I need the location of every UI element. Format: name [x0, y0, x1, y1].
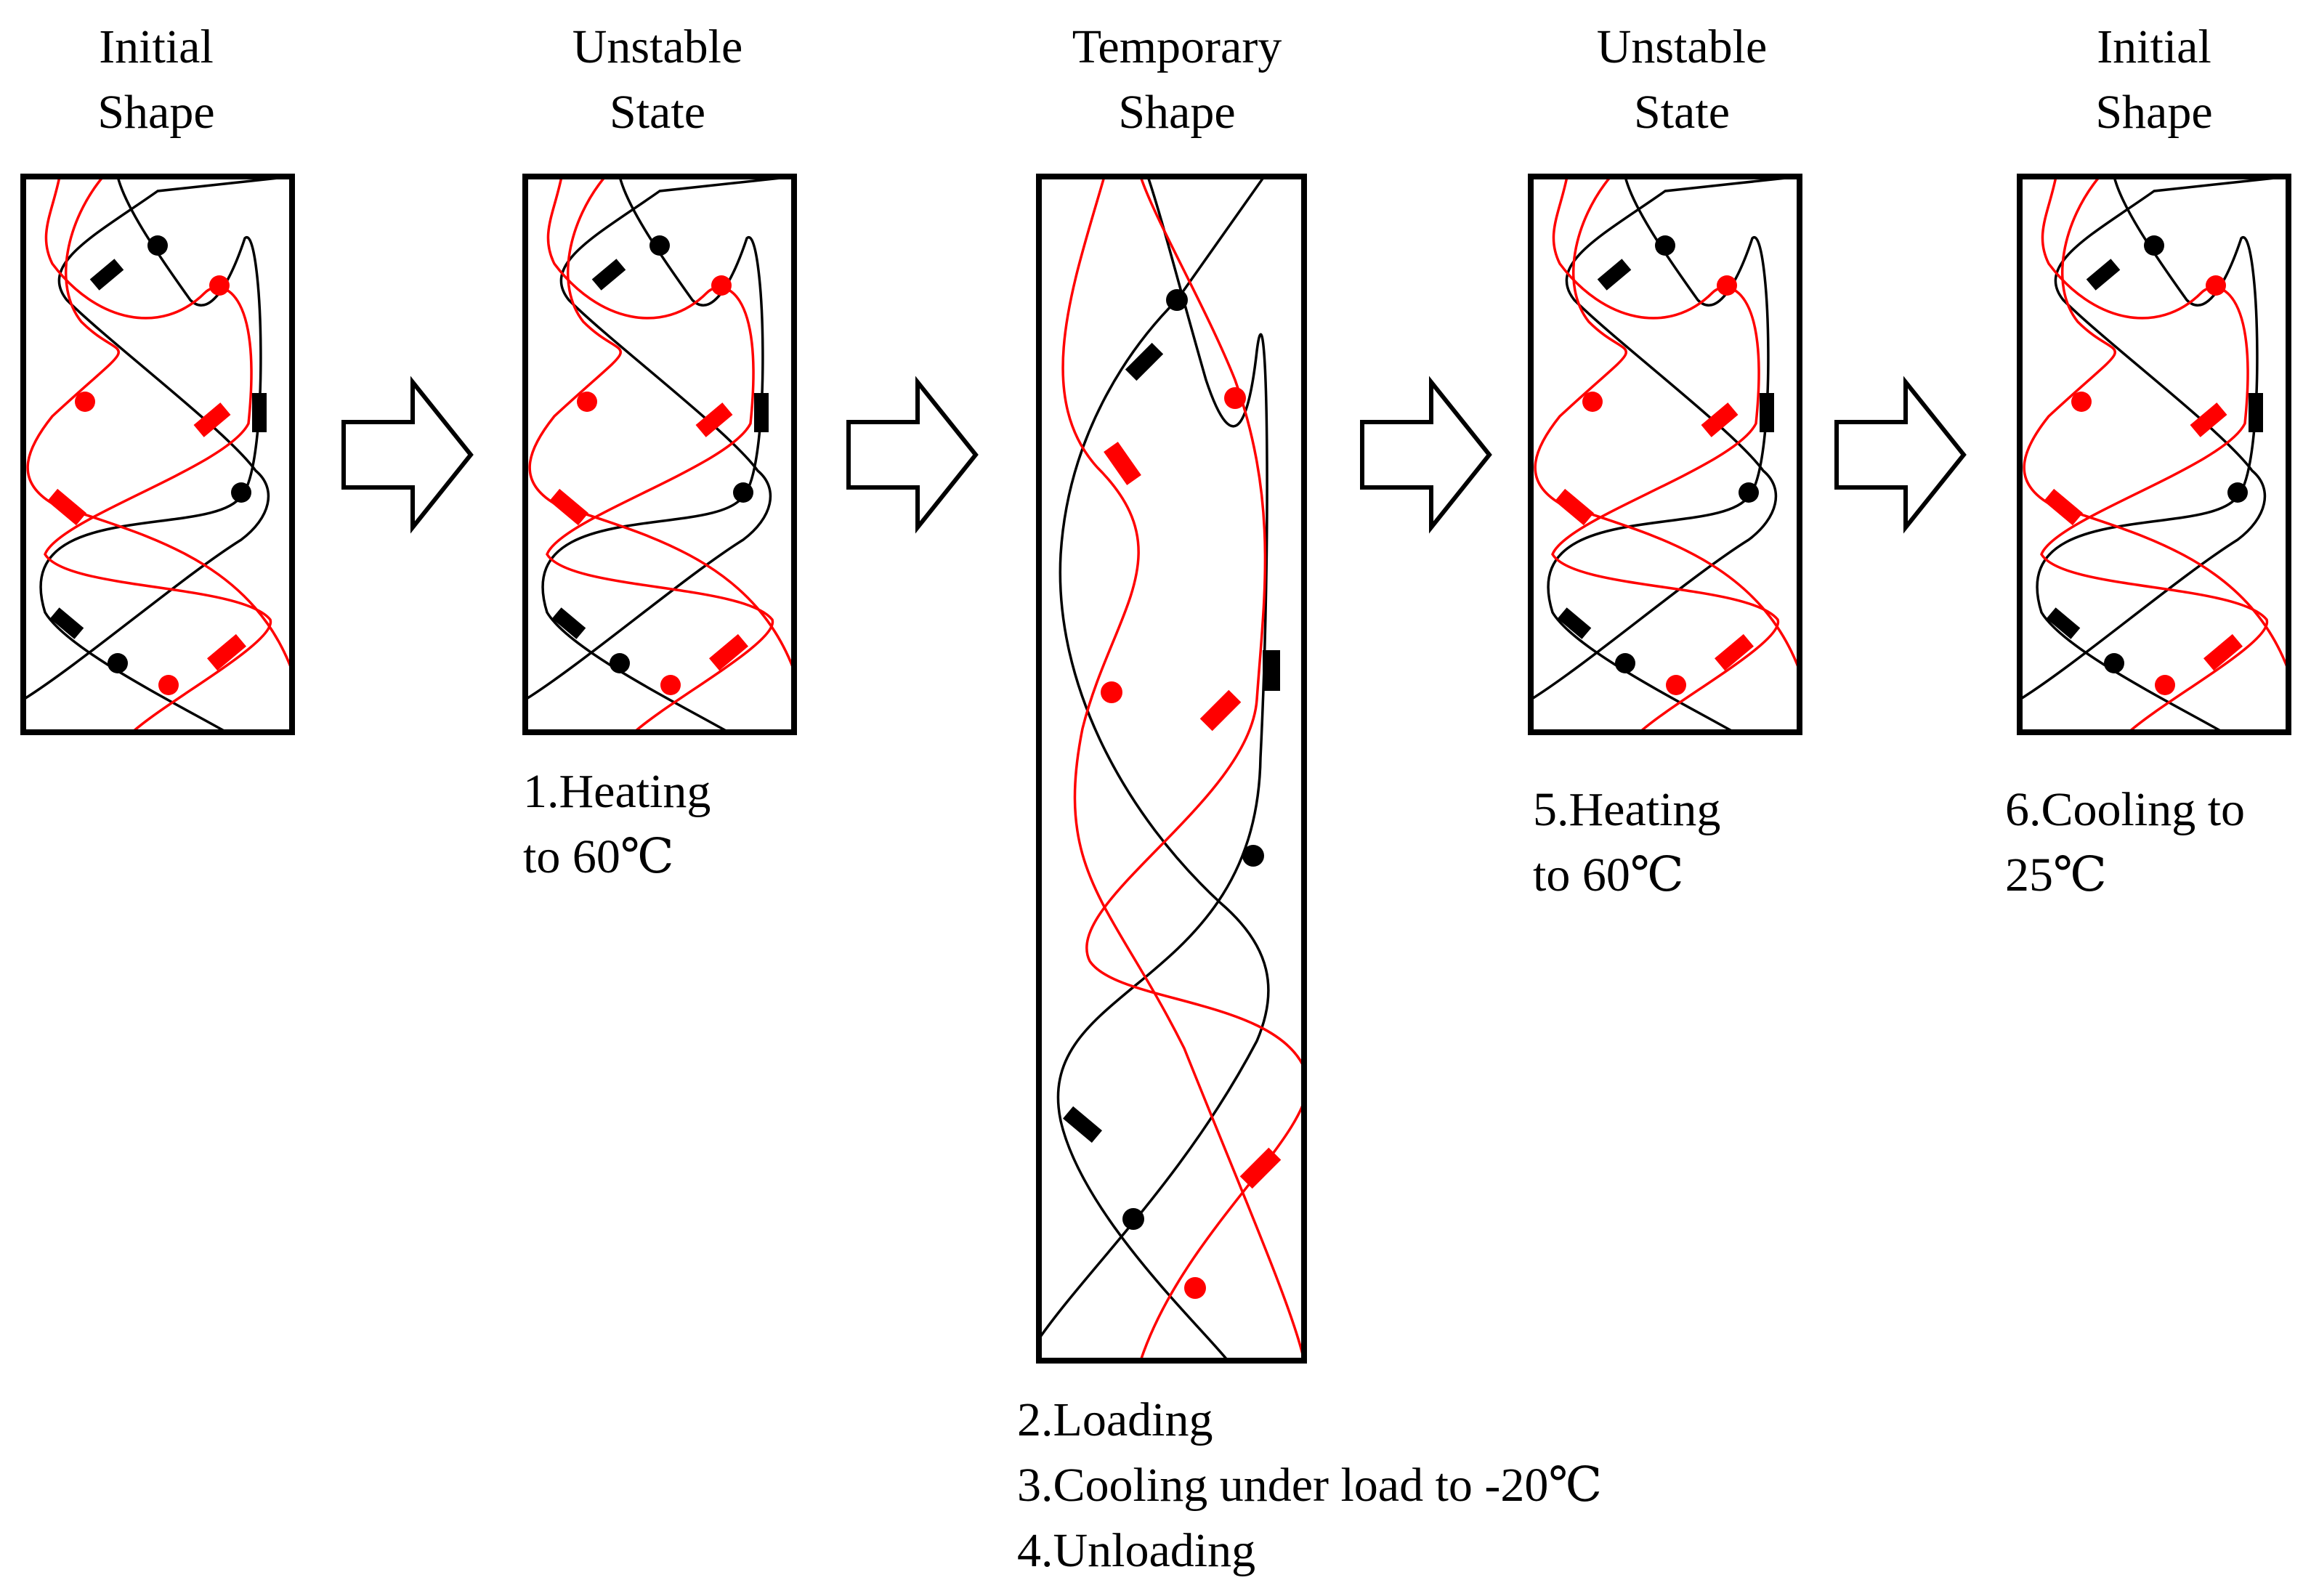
step-caption-loading-cooling-unloading: 2.Loading 3.Cooling under load to -20℃ 4…	[1017, 1393, 1603, 1577]
step-caption-heating-1: 1.Heating to 60℃	[523, 765, 711, 883]
panel-unstable-state-2	[1528, 174, 1802, 735]
arrow-right-icon	[1362, 382, 1489, 527]
polymer-network-initial	[23, 177, 292, 732]
polymer-network-recovered	[2020, 177, 2288, 732]
panel-frame	[1528, 174, 1802, 735]
panel-unstable-state-1	[522, 174, 797, 735]
panel-initial-shape-recovered	[2017, 174, 2291, 735]
arrow-right-icon	[849, 382, 976, 527]
panel-temporary-shape	[1036, 174, 1307, 1364]
panel-title-initial-shape-final: Initial Shape	[2095, 20, 2213, 139]
step-caption-heating-5: 5.Heating to 60℃	[1533, 783, 1721, 902]
polymer-network-unstable	[1531, 177, 1800, 732]
polymer-network-stretched	[1039, 177, 1304, 1361]
panel-frame	[2017, 174, 2291, 735]
panel-title-unstable-state-2: Unstable State	[1596, 20, 1768, 139]
panel-title-initial-shape: Initial Shape	[97, 20, 215, 139]
arrow-right-icon	[344, 382, 471, 527]
panel-initial-shape	[20, 174, 295, 735]
panel-title-unstable-state-1: Unstable State	[572, 20, 743, 139]
arrow-right-icon	[1837, 382, 1964, 527]
panel-frame	[522, 174, 797, 735]
panel-title-temporary-shape: Temporary Shape	[1072, 20, 1282, 139]
panel-frame	[1036, 174, 1307, 1364]
polymer-network-unstable	[525, 177, 794, 732]
panel-frame	[20, 174, 295, 735]
step-caption-cooling-6: 6.Cooling to 25℃	[2005, 783, 2246, 902]
